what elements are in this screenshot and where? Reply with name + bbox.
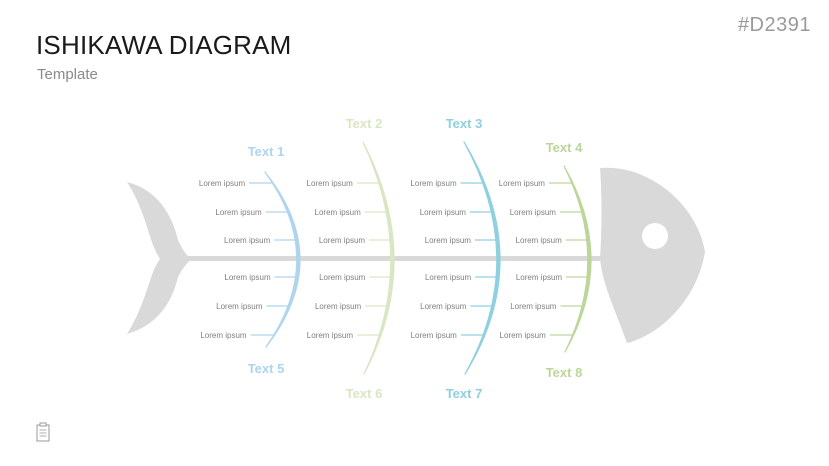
category-label-top: Text 2 xyxy=(346,116,383,131)
category-label-bottom: Text 6 xyxy=(346,386,383,401)
cause-label: Lorem ipsum xyxy=(307,331,354,340)
cause-label: Lorem ipsum xyxy=(224,273,271,282)
cause-label: Lorem ipsum xyxy=(319,236,366,245)
cause-label: Lorem ipsum xyxy=(510,208,557,217)
category-label-top: Text 4 xyxy=(546,140,583,155)
cause-label: Lorem ipsum xyxy=(216,302,263,311)
cause-label: Lorem ipsum xyxy=(224,236,271,245)
cause-label: Lorem ipsum xyxy=(215,208,262,217)
rib-3 xyxy=(463,141,501,375)
cause-label: Lorem ipsum xyxy=(425,236,472,245)
cause-label: Lorem ipsum xyxy=(319,273,366,282)
fish-head xyxy=(600,167,705,343)
rib-4 xyxy=(563,165,592,353)
cause-label: Lorem ipsum xyxy=(420,208,467,217)
cause-label: Lorem ipsum xyxy=(516,273,563,282)
fish-tail xyxy=(127,182,192,334)
cause-label: Lorem ipsum xyxy=(410,179,457,188)
cause-label: Lorem ipsum xyxy=(200,331,247,340)
cause-label: Lorem ipsum xyxy=(510,302,557,311)
category-label-bottom: Text 8 xyxy=(546,365,583,380)
category-label-bottom: Text 7 xyxy=(446,386,483,401)
rib-1 xyxy=(264,171,301,348)
cause-label: Lorem ipsum xyxy=(499,179,546,188)
category-label-bottom: Text 5 xyxy=(248,361,285,376)
cause-label: Lorem ipsum xyxy=(411,331,458,340)
page-title: ISHIKAWA DIAGRAM xyxy=(36,30,292,60)
cause-label: Lorem ipsum xyxy=(315,208,362,217)
clipboard-icon xyxy=(36,422,50,447)
cause-label: Lorem ipsum xyxy=(516,236,563,245)
category-label-top: Text 1 xyxy=(248,144,285,159)
cause-label: Lorem ipsum xyxy=(500,331,547,340)
cause-label: Lorem ipsum xyxy=(420,302,467,311)
category-label-top: Text 3 xyxy=(446,116,483,131)
fish-eye xyxy=(642,223,668,249)
cause-label: Lorem ipsum xyxy=(425,273,472,282)
cause-label: Lorem ipsum xyxy=(307,179,354,188)
fish-spine xyxy=(170,256,606,261)
cause-label: Lorem ipsum xyxy=(315,302,362,311)
slide-code: #D2391 xyxy=(737,14,811,36)
page-subtitle: Template xyxy=(37,66,98,83)
cause-label: Lorem ipsum xyxy=(199,179,246,188)
rib-2 xyxy=(362,141,395,375)
